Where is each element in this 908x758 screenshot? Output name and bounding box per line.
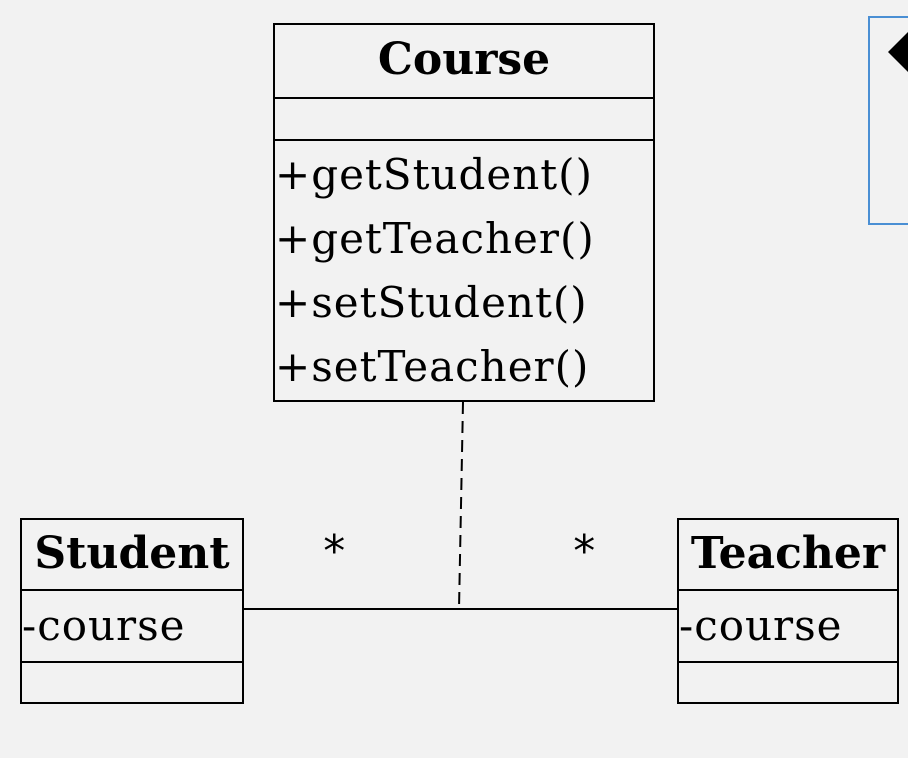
association-class-link[interactable] (458, 401, 464, 610)
operation-set-teacher: +setTeacher() (275, 342, 590, 391)
class-teacher-attributes: -course (679, 591, 897, 663)
multiplicity-student: * (321, 526, 348, 577)
class-student-attributes: -course (22, 591, 242, 663)
attribute-course: -course (679, 601, 843, 650)
operation-get-student: +getStudent() (275, 150, 593, 199)
class-course-name: Course (275, 25, 653, 99)
attribute-course: -course (22, 601, 186, 650)
class-teacher[interactable]: Teacher -course (677, 518, 899, 704)
selected-element-frame[interactable] (868, 16, 908, 225)
class-course[interactable]: Course +getStudent() +getTeacher() +setS… (273, 23, 655, 402)
class-course-operations: +getStudent() +getTeacher() +setStudent(… (275, 141, 653, 403)
operation-set-student: +setStudent() (275, 278, 588, 327)
class-teacher-name: Teacher (679, 520, 897, 591)
diamond-handle-icon[interactable] (884, 18, 908, 88)
multiplicity-teacher: * (571, 526, 598, 577)
class-teacher-operations (679, 663, 897, 702)
class-student[interactable]: Student -course (20, 518, 244, 704)
class-student-operations (22, 663, 242, 702)
operation-get-teacher: +getTeacher() (275, 214, 595, 263)
class-course-attributes (275, 99, 653, 141)
class-student-name: Student (22, 520, 242, 591)
